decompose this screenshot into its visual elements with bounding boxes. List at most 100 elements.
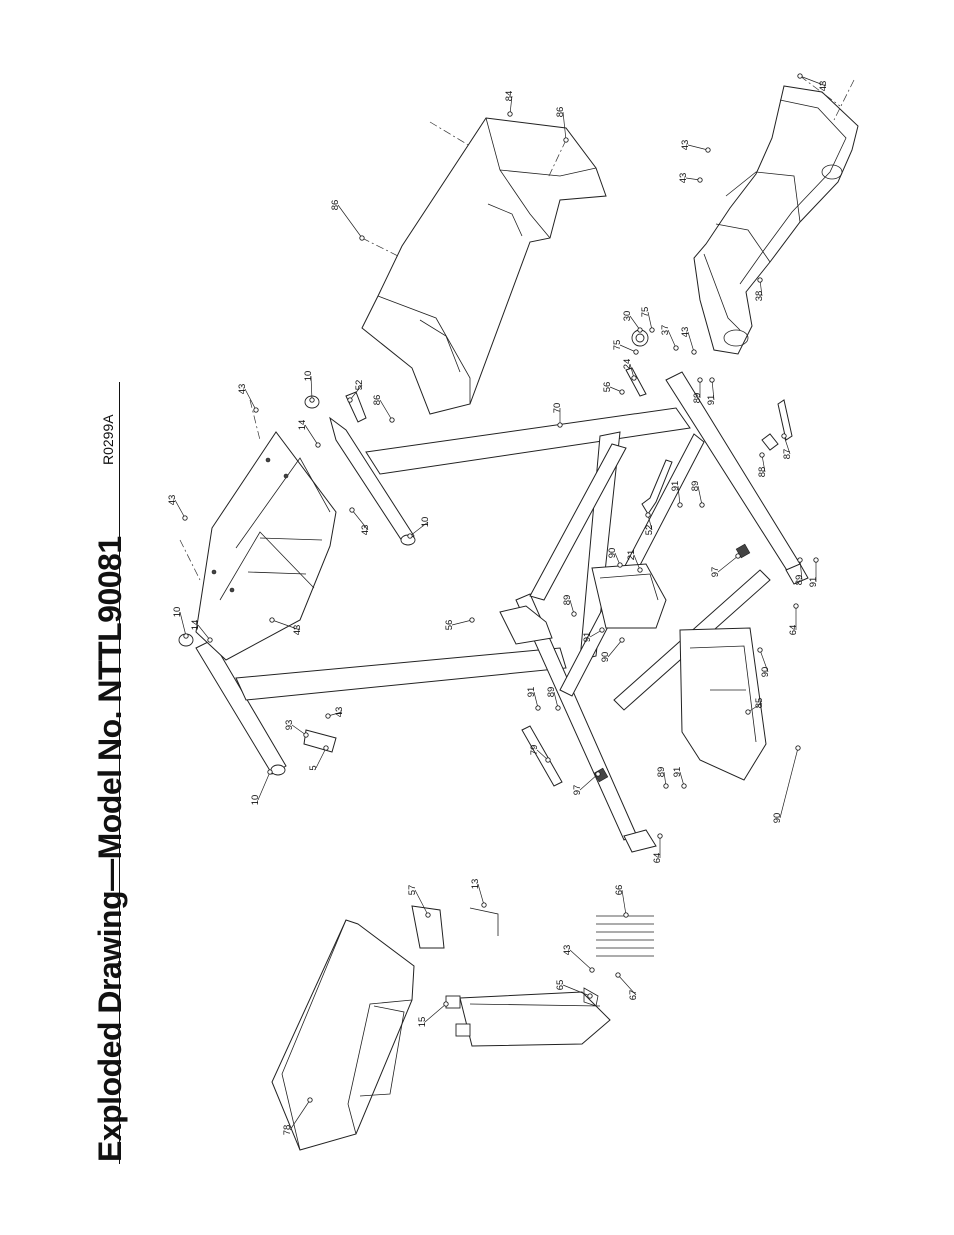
hardware-dot	[619, 637, 625, 643]
leader-line	[579, 773, 599, 791]
hardware-dot	[615, 972, 621, 978]
part-number-label: 43	[334, 707, 345, 718]
part-number-label: 57	[407, 885, 418, 896]
hardware-dot	[443, 1001, 449, 1007]
part-number-label: 97	[572, 785, 583, 796]
leader-line	[687, 331, 695, 353]
main-frame	[235, 371, 809, 853]
leader-line	[687, 144, 709, 151]
leader-line	[197, 624, 211, 641]
leader-line	[799, 559, 803, 581]
hardware-dot	[599, 627, 605, 633]
callout-88: 88	[757, 452, 768, 478]
leader-line	[562, 111, 567, 141]
hardware-dot	[757, 647, 763, 653]
part-number-label: 43	[818, 81, 829, 92]
hardware-dot	[182, 515, 188, 521]
hardware-dot	[389, 417, 395, 423]
leader-line	[747, 702, 763, 713]
callout-90: 90	[772, 745, 801, 824]
callout-21: 21	[626, 550, 643, 573]
part-number-label: 88	[757, 467, 768, 478]
callout-89: 89	[656, 767, 669, 789]
callout-57: 57	[407, 885, 431, 918]
hardware-dot	[793, 603, 799, 609]
hardware-dot	[709, 377, 715, 383]
title-rule	[119, 382, 120, 1164]
leader-line	[174, 499, 186, 519]
leader-line	[621, 889, 627, 916]
hardware-dot	[697, 177, 703, 183]
callout-30: 30	[622, 311, 643, 333]
part-number-label: 75	[640, 307, 651, 318]
hardware-dot	[557, 422, 563, 428]
hardware-dot	[315, 442, 321, 448]
hardware-dot	[589, 967, 595, 973]
callout-43: 43	[678, 173, 703, 183]
leader-line	[477, 883, 485, 906]
callout-79: 79	[529, 745, 551, 763]
hardware-dot	[545, 757, 551, 763]
callout-91: 91	[672, 767, 687, 789]
hardware-dot	[673, 345, 679, 351]
hardware-dot	[663, 783, 669, 789]
part-number-label: 37	[660, 325, 671, 336]
part-number-label: 90	[600, 652, 611, 663]
hardware-dot	[481, 902, 487, 908]
leader-line	[414, 889, 429, 916]
part-number-label: 43	[167, 495, 178, 506]
leader-line	[553, 691, 559, 709]
part-number-label: 90	[772, 813, 783, 824]
hardware-dot	[781, 433, 787, 439]
part-number-label: 52	[354, 380, 365, 391]
hardware-dot	[677, 502, 683, 508]
hardware-dot	[797, 557, 803, 563]
hardware-dot	[649, 327, 655, 333]
callout-65: 65	[555, 980, 593, 999]
leader-line	[667, 329, 677, 349]
part-number-label: 84	[504, 91, 515, 102]
leader-line	[761, 454, 766, 473]
leader-line	[304, 424, 319, 446]
part-number-label: 91	[672, 767, 683, 778]
leader-line	[711, 379, 715, 401]
part-number-label: 43	[237, 384, 248, 395]
part-number-label: 10	[172, 607, 183, 618]
part-number-label: 86	[555, 107, 566, 118]
callout-43: 43	[562, 945, 595, 973]
hardware-dot	[507, 111, 513, 117]
hardware-dot	[657, 833, 663, 839]
callout-87: 87	[781, 433, 793, 459]
leader-line	[647, 311, 653, 331]
part-number-label: 91	[670, 481, 681, 492]
rear-base	[693, 75, 859, 355]
leader-line	[607, 639, 623, 658]
callout-93: 93	[284, 720, 309, 738]
part-number-label: 66	[614, 885, 625, 896]
callout-64: 64	[652, 833, 663, 863]
part-number-label: 97	[710, 567, 721, 578]
hardware-dot	[347, 397, 353, 403]
part-number-label: 78	[282, 1125, 293, 1136]
hardware-dot	[555, 705, 561, 711]
leader-line	[289, 1099, 311, 1131]
leader-line	[315, 747, 327, 769]
part-number-label: 91	[706, 395, 717, 406]
part-number-label: 85	[754, 698, 765, 709]
hardware-dot	[307, 1097, 313, 1103]
part-number-label: 43	[680, 140, 691, 151]
hardware-dot	[617, 562, 623, 568]
part-number-label: 89	[692, 393, 703, 404]
part-number-label: 89	[690, 481, 701, 492]
hardware-dot	[633, 349, 639, 355]
callout-43: 43	[797, 73, 829, 92]
part-number-label: 43	[360, 525, 371, 536]
part-number-label: 14	[297, 420, 308, 431]
callout-43: 43	[349, 507, 371, 536]
part-number-label: 93	[284, 720, 295, 731]
callout-37: 37	[660, 325, 679, 351]
part-number-label: 67	[628, 990, 639, 1001]
callout-15: 15	[417, 1001, 449, 1027]
part-number-label: 10	[250, 795, 261, 806]
